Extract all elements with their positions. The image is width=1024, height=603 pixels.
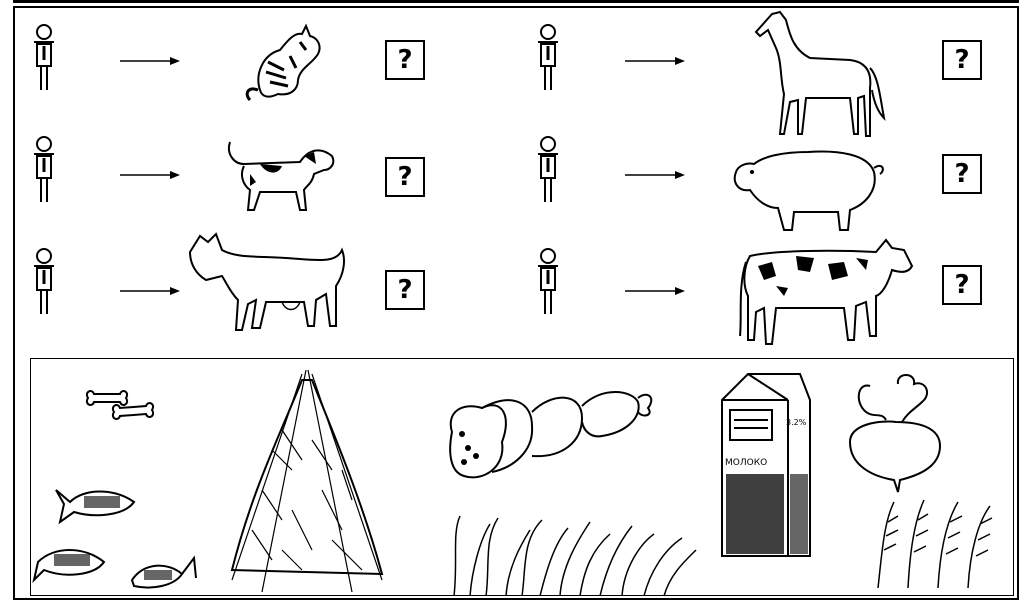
question-box[interactable]: ? — [385, 40, 425, 80]
question-box[interactable]: ? — [942, 40, 982, 80]
milk-fat-label: 3.2% — [786, 418, 806, 427]
haystack-icon — [222, 370, 392, 595]
arrow-icon — [120, 56, 180, 66]
arrow-icon — [625, 170, 685, 180]
grain-icon — [868, 492, 998, 590]
person-icon — [536, 24, 560, 92]
milk-label: МОЛОКО — [725, 458, 767, 468]
dog-icon — [220, 134, 340, 214]
horse-icon — [750, 6, 890, 142]
question-box[interactable]: ? — [942, 265, 982, 305]
question-box[interactable]: ? — [385, 157, 425, 197]
arrow-icon — [120, 286, 180, 296]
turnip-icon — [840, 372, 950, 496]
sausage-icon — [442, 372, 662, 492]
arrow-icon — [120, 170, 180, 180]
person-icon — [536, 248, 560, 316]
question-box[interactable]: ? — [385, 270, 425, 310]
arrow-icon — [625, 286, 685, 296]
question-box[interactable]: ? — [942, 154, 982, 194]
person-icon — [32, 248, 56, 316]
person-icon — [32, 136, 56, 204]
grass-icon — [450, 510, 700, 598]
cow-icon — [736, 236, 916, 352]
arrow-icon — [625, 56, 685, 66]
person-icon — [32, 24, 56, 92]
top-border — [13, 0, 1019, 3]
fish-icon — [34, 482, 204, 598]
person-icon — [536, 136, 560, 204]
goat-icon — [186, 230, 356, 334]
bones-icon — [80, 384, 170, 424]
cat-icon — [240, 20, 330, 105]
pig-icon — [728, 142, 888, 238]
